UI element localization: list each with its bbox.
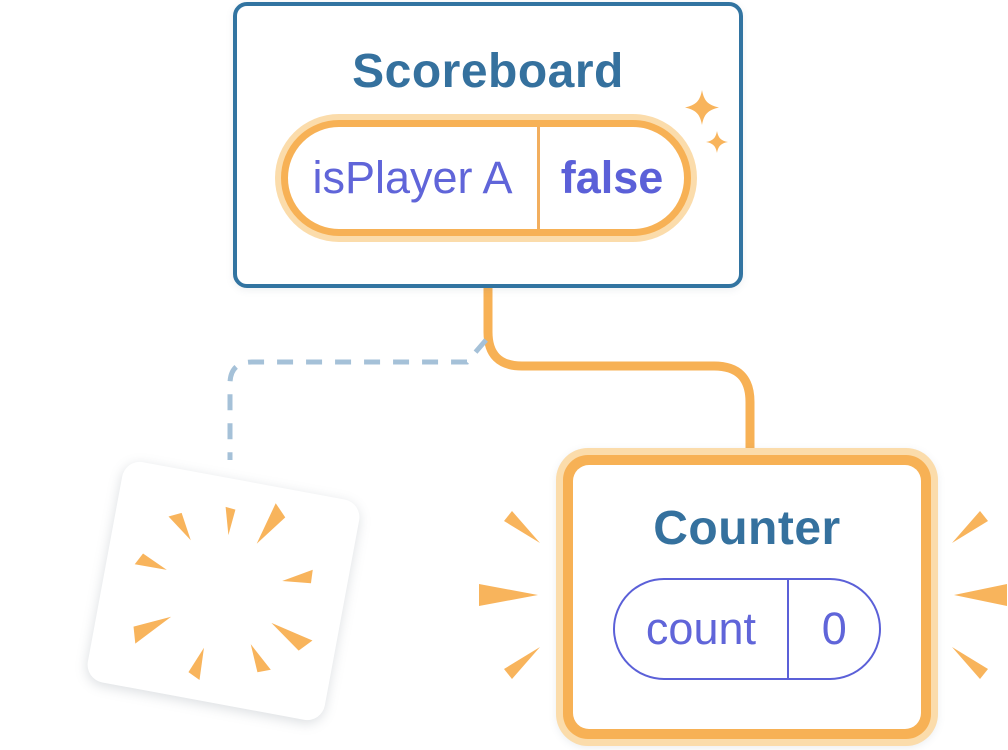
counter-card-body: Counter count 0 xyxy=(573,465,921,729)
burst-rays-icon xyxy=(133,503,313,681)
emphasis-burst-right-icon xyxy=(952,511,1007,679)
scoreboard-title: Scoreboard xyxy=(352,45,624,98)
scoreboard-component-card: Scoreboard isPlayer A false xyxy=(233,2,743,288)
state-value-label: false xyxy=(560,152,664,203)
scoreboard-state-pill-halo: isPlayer A false xyxy=(275,114,697,242)
dashed-connector-line xyxy=(227,338,488,460)
counter-state-pill: count 0 xyxy=(613,578,881,680)
sparkle-icon xyxy=(685,90,728,153)
pill-divider xyxy=(786,580,790,678)
solid-connector-line xyxy=(483,287,755,452)
pill-divider xyxy=(537,127,541,229)
state-key-label: isPlayer A xyxy=(312,152,513,203)
counter-component-card: Counter count 0 xyxy=(556,448,938,746)
state-key-label: count xyxy=(645,603,757,654)
counter-title: Counter xyxy=(653,502,841,555)
scoreboard-state-pill: isPlayer A false xyxy=(281,120,691,236)
state-value-label: 0 xyxy=(821,603,847,654)
counter-card-border: Counter count 0 xyxy=(563,455,931,739)
emphasis-burst-left-icon xyxy=(479,511,540,679)
destroyed-component-card xyxy=(84,458,363,724)
